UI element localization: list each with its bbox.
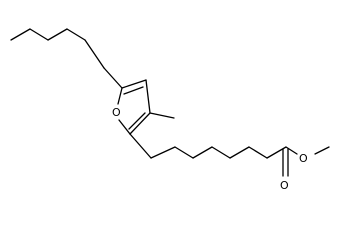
bond [145,79,151,114]
bond [47,28,68,41]
ester-oxygen-label: O [299,152,308,165]
octanoate-chain [129,133,287,159]
ring-oxygen-label: O [112,106,121,119]
bond [174,146,194,159]
bond [10,28,31,41]
molecule-structure: O O O [10,28,330,192]
bond [314,146,330,155]
furan-ring [117,79,151,135]
bond [129,112,151,135]
bond [84,39,105,69]
bond [192,146,213,159]
methyl-bond [149,112,175,119]
hexyl-chain [10,28,123,89]
bond [285,146,298,155]
bond [66,28,86,41]
bond [150,146,176,159]
bond [117,87,123,105]
bond [229,146,250,159]
bond [129,133,152,159]
bond [103,67,123,89]
bond [248,146,268,159]
double-bond-line [128,112,146,130]
carbonyl-oxygen-label: O [280,179,289,192]
bond [29,28,49,41]
double-bond-line [123,86,144,95]
bond [118,119,131,135]
bond [121,79,147,89]
bond [211,146,231,159]
ester-group [282,146,330,177]
